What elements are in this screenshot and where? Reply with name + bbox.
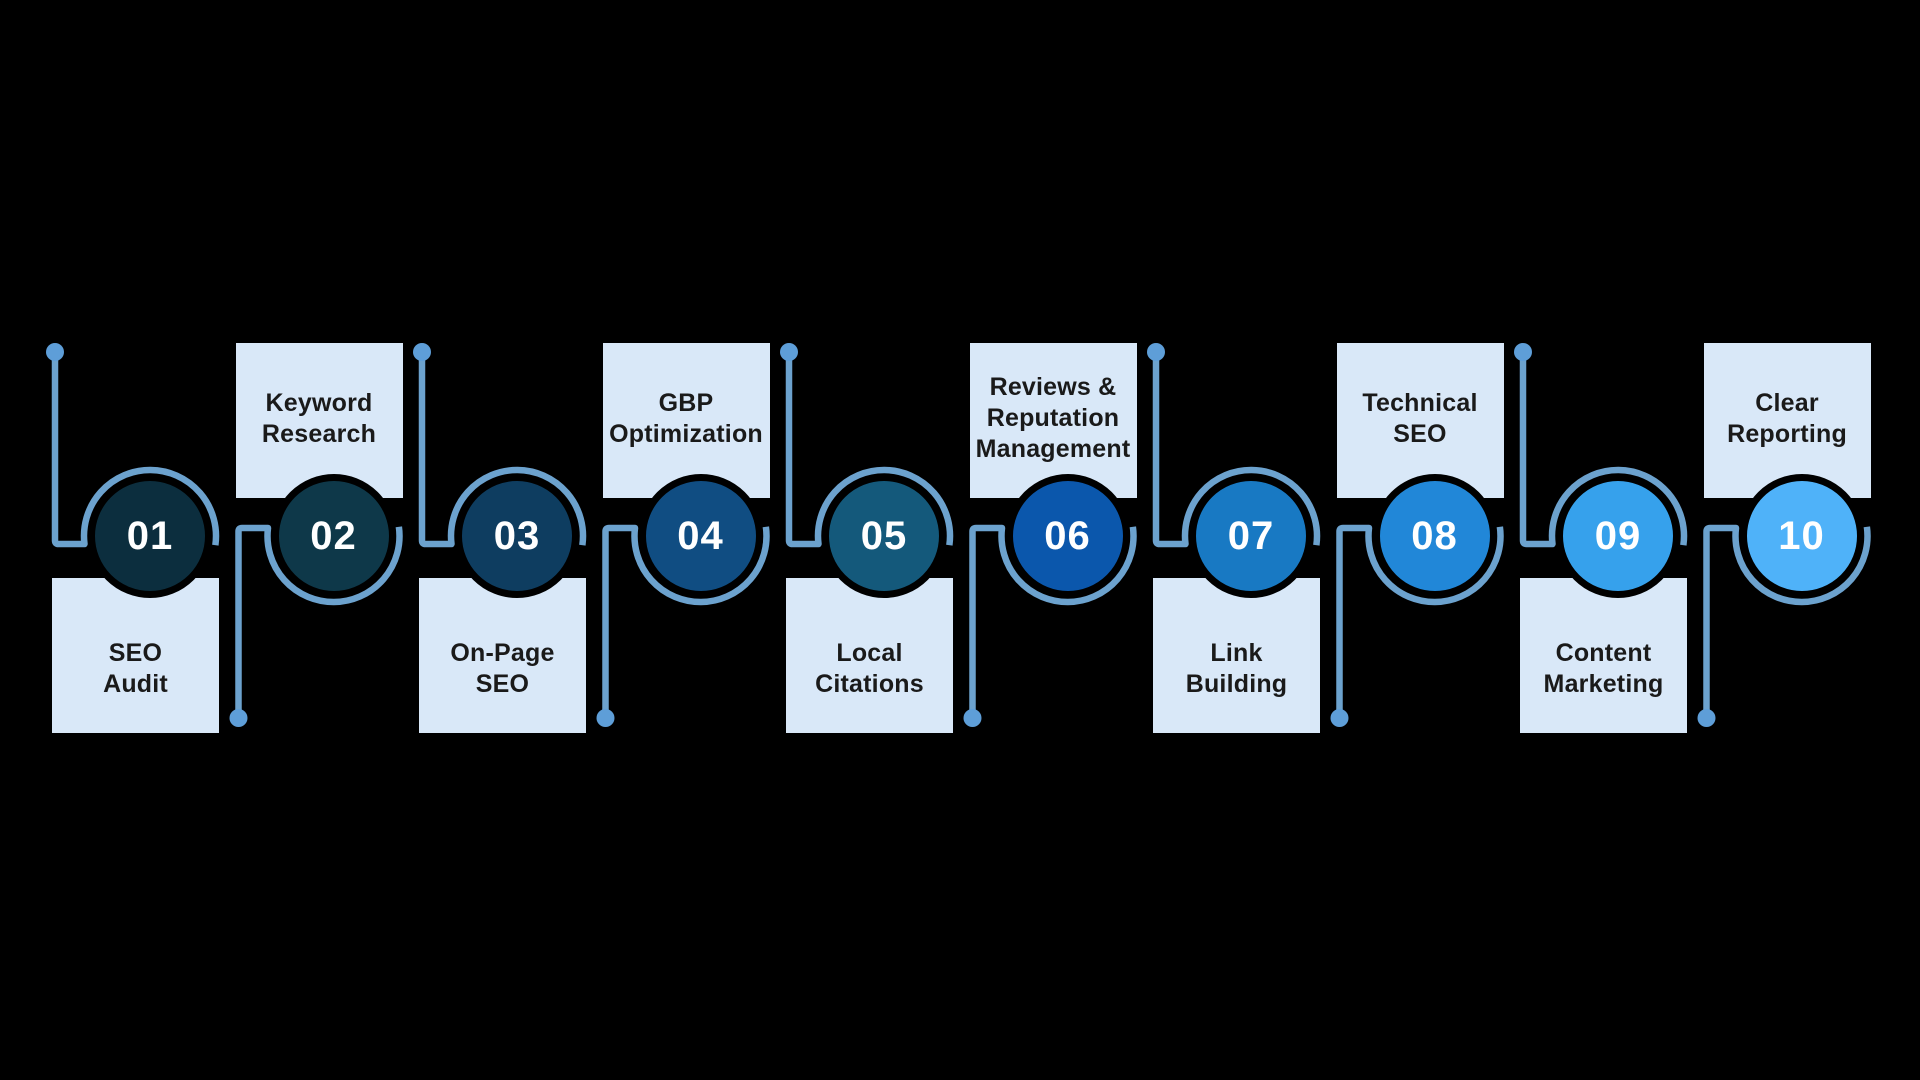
step-number: 04 <box>677 513 724 558</box>
step-number: 08 <box>1411 513 1458 558</box>
step-number: 02 <box>310 513 357 558</box>
connector-endpoint-dot <box>1514 343 1532 361</box>
step-number: 05 <box>860 513 908 558</box>
step-number: 10 <box>1778 513 1825 558</box>
step-circle: 05 <box>822 474 946 598</box>
step-label: On-Page SEO <box>450 638 555 698</box>
step-number: 01 <box>126 513 174 558</box>
connector-endpoint-dot <box>596 709 615 727</box>
step-label: Link Building <box>1185 638 1288 698</box>
step-label-box: Reviews & Reputation Management <box>969 343 1137 498</box>
step-number: 03 <box>493 513 541 558</box>
step-circle: 07 <box>1189 474 1313 598</box>
step-label-box: Keyword Research <box>235 343 403 498</box>
step-label: Content Marketing <box>1543 638 1664 698</box>
step-number: 07 <box>1227 513 1275 558</box>
step-label-box: Link Building <box>1153 578 1320 733</box>
step-circle: 03 <box>455 474 579 598</box>
step-label: Local Citations <box>815 638 924 698</box>
step-circle: 09 <box>1556 474 1680 598</box>
step-label-box: Clear Reporting <box>1703 343 1871 498</box>
step-label: GBP Optimization <box>609 388 763 448</box>
connector-endpoint-dot <box>229 709 248 727</box>
step-number: 09 <box>1594 513 1642 558</box>
step-number: 06 <box>1044 513 1091 558</box>
step-circle: 10 <box>1739 474 1864 598</box>
step-label: Keyword Research <box>261 388 377 448</box>
step-label: Technical SEO <box>1362 388 1478 448</box>
connector-endpoint-dot <box>1697 709 1716 727</box>
step-label-box: On-Page SEO <box>419 578 586 733</box>
step-circle: 01 <box>88 474 212 598</box>
step-circle: 06 <box>1005 474 1130 598</box>
step-circle: 08 <box>1372 474 1497 598</box>
step-label: Clear Reporting <box>1727 388 1847 448</box>
step-label: SEO Audit <box>103 638 168 698</box>
connector-endpoint-dot <box>1330 709 1349 727</box>
step-label-box: Technical SEO <box>1336 343 1504 498</box>
step-circle: 04 <box>638 474 763 598</box>
connector-endpoint-dot <box>963 709 982 727</box>
connector-endpoint-dot <box>1147 343 1165 361</box>
step-label-box: Local Citations <box>786 578 953 733</box>
step-label-box: Content Marketing <box>1520 578 1687 733</box>
connector-endpoint-dot <box>413 343 431 361</box>
step-label-box: GBP Optimization <box>602 343 770 498</box>
connector-endpoint-dot <box>780 343 798 361</box>
step-circle: 02 <box>271 474 396 598</box>
connector-endpoint-dot <box>46 343 64 361</box>
step-label: Reviews & Reputation Management <box>975 373 1131 463</box>
step-label-box: SEO Audit <box>52 578 219 733</box>
